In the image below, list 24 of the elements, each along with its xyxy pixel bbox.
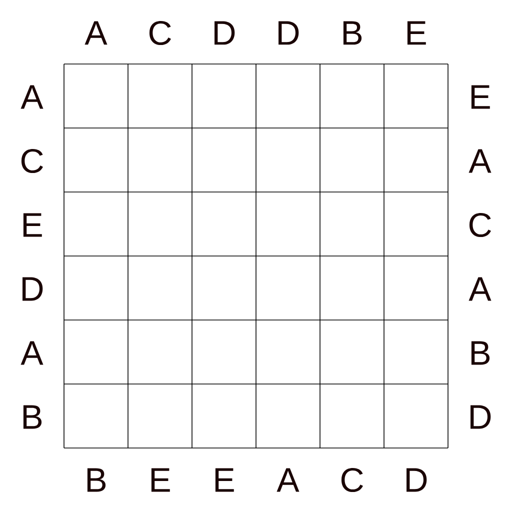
grid-letter: D [278,21,299,45]
grid-letter: E [23,213,42,237]
grid-letter: B [471,341,490,365]
grid-letter: E [215,468,234,492]
grid-letter: C [341,468,363,492]
grid-letter: A [468,149,492,173]
grid-letter: E [151,468,170,492]
grid-letter: C [21,148,43,174]
grid-letter: D [214,21,235,45]
grid-letter: E [407,21,426,45]
grid-letter: A [276,468,300,492]
grid-letter: D [406,468,427,492]
grid-letter: D [470,405,491,429]
grid-letter: E [471,85,490,109]
grid-letter: C [469,212,491,238]
grid-letter: A [20,341,44,365]
grid-letter: B [23,405,42,429]
grid-letter: A [20,85,44,109]
grid-letter: C [149,20,171,46]
grid-letter: D [22,277,43,301]
grid-letter: A [468,277,492,301]
grid-letter: B [343,21,362,45]
grid-letter: B [87,468,106,492]
grid-letter: A [84,21,108,45]
